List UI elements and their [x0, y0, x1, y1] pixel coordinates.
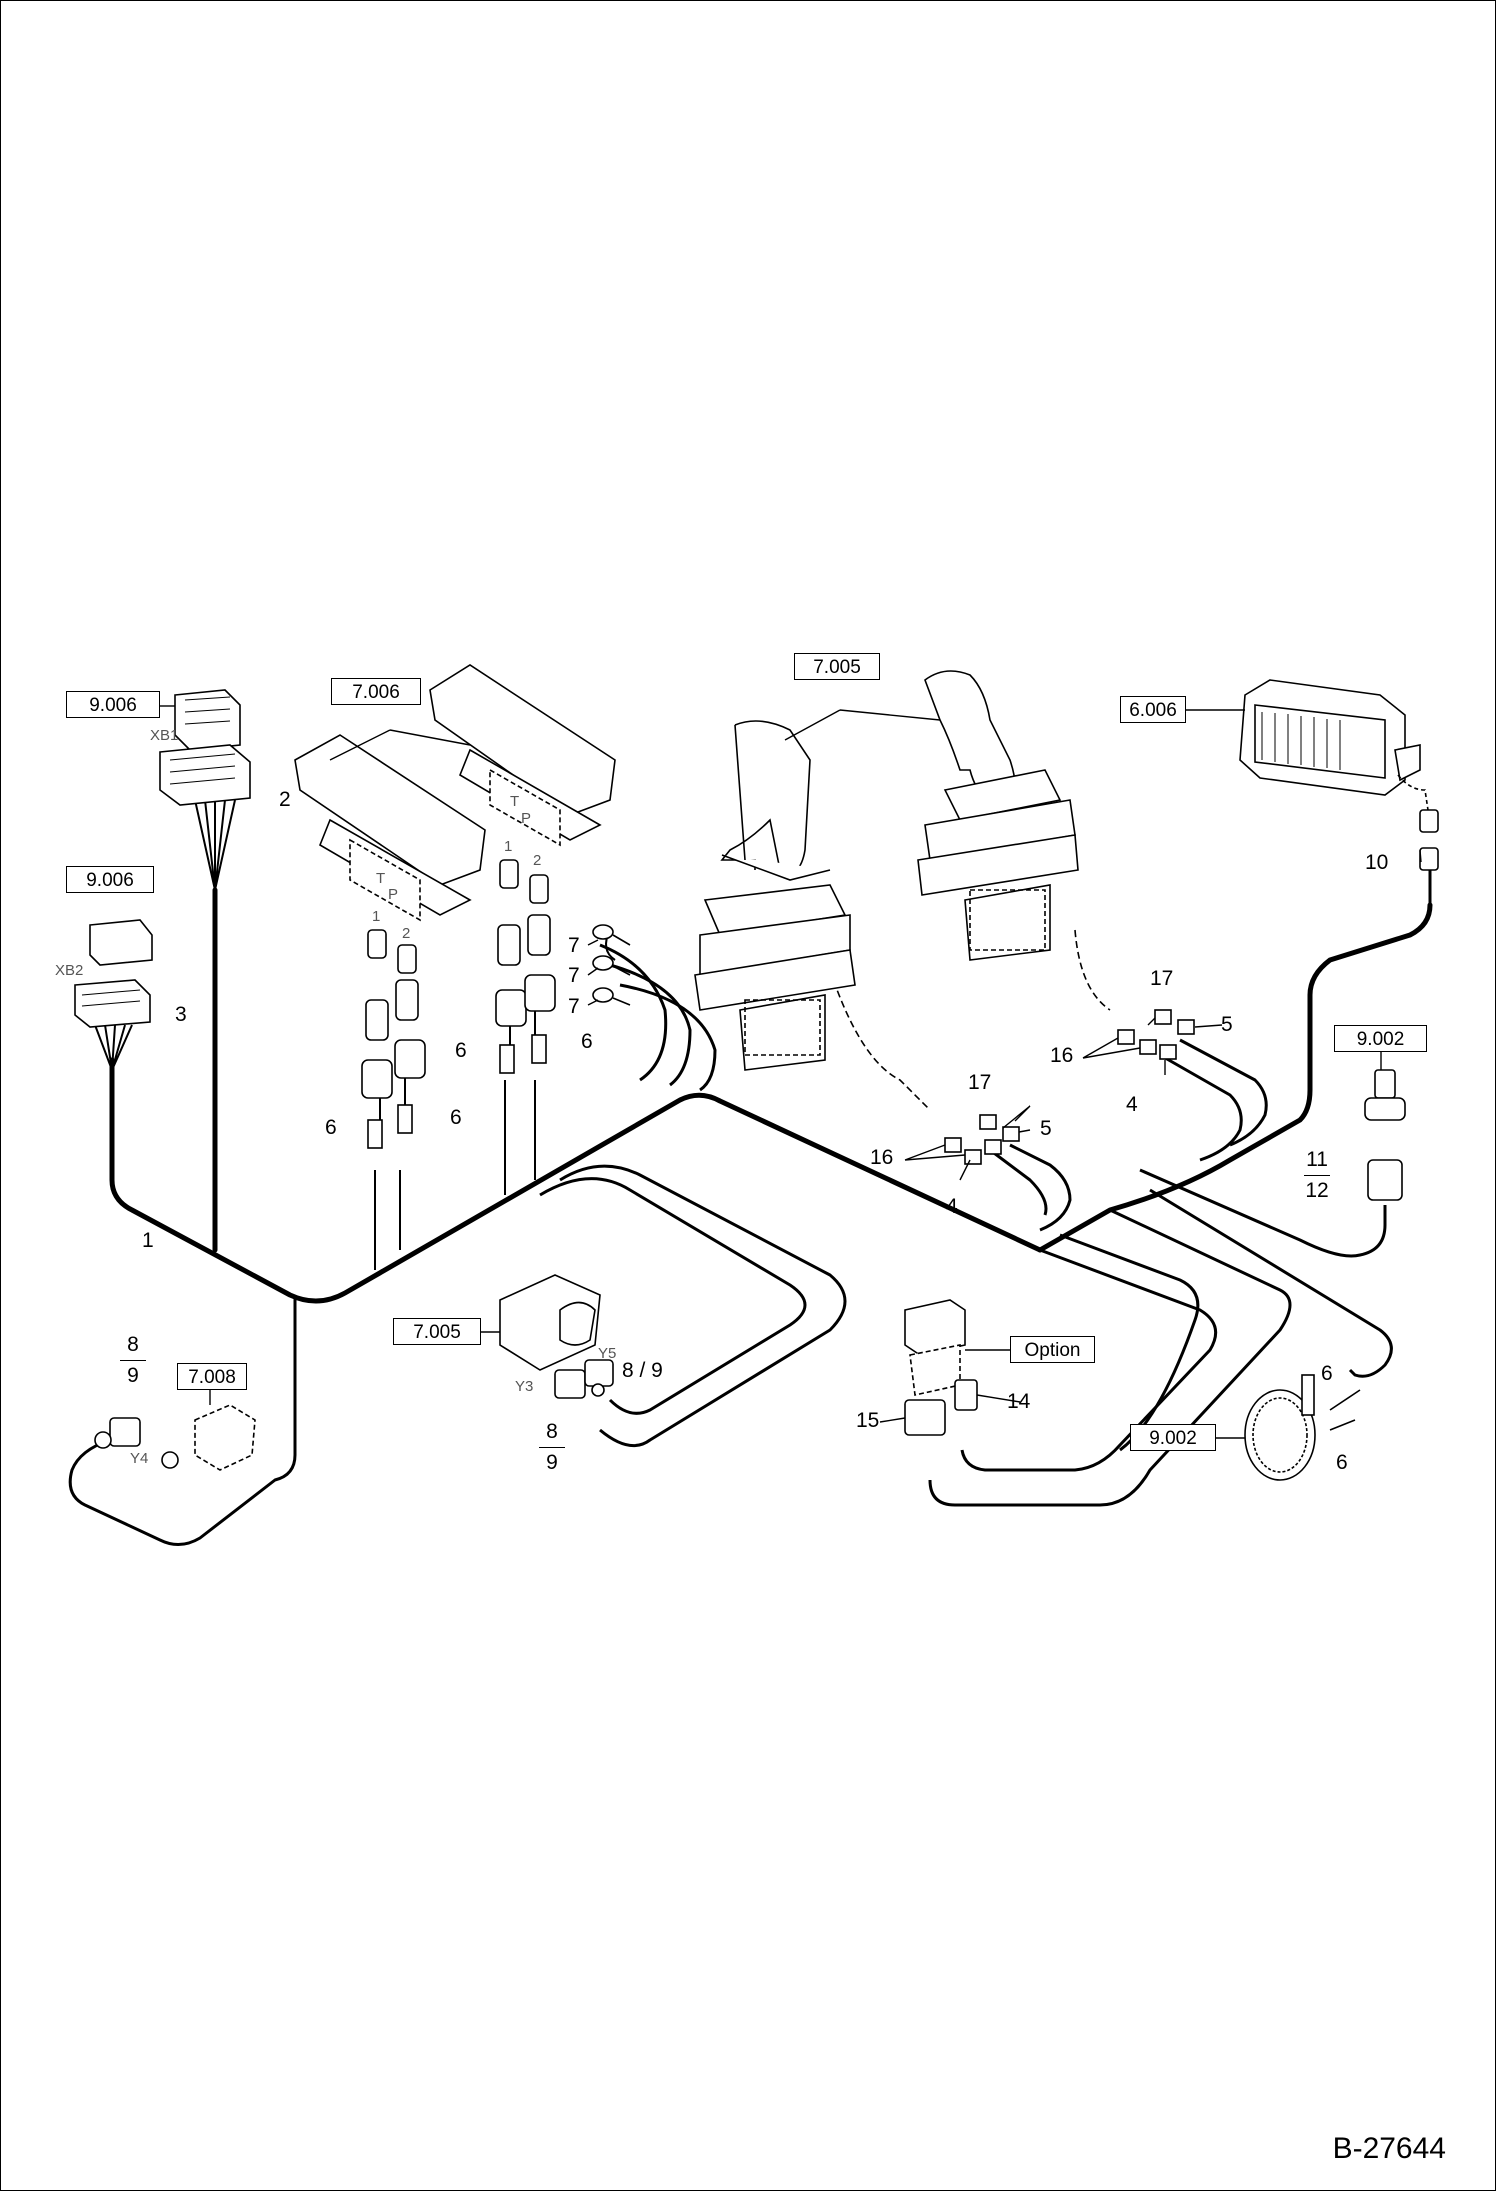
- joystick-dashed-leads: [829, 929, 1111, 1111]
- part-number: 6: [325, 1116, 337, 1139]
- part-number: 5: [1040, 1117, 1052, 1140]
- part-number: 16: [1050, 1044, 1074, 1067]
- port-t2-label: T: [510, 793, 520, 810]
- pressure-switch-ref-box: 9.002: [1334, 1025, 1427, 1052]
- part-number: 3: [175, 1003, 187, 1026]
- part-8-9-mid-label: 8 9: [539, 1420, 565, 1475]
- xb1-plug-icon: [159, 689, 251, 806]
- left-joystick-icon: [694, 720, 856, 1071]
- part-number: 6: [581, 1030, 593, 1053]
- pressure-switches-right-icon: [495, 859, 556, 1074]
- xb2-ref-box: 9.006: [66, 866, 154, 893]
- valve-block-ref-box: 7.005: [393, 1318, 481, 1345]
- part-number: 15: [856, 1409, 880, 1432]
- leader-lines: [160, 705, 1422, 1439]
- y5-label: Y5: [598, 1345, 617, 1362]
- part-number: 8: [546, 1420, 558, 1443]
- small-valve-ref-box: 7.008: [177, 1363, 247, 1390]
- right-pedal-icon: [429, 664, 616, 847]
- part-number: 9: [546, 1451, 558, 1474]
- drawing-number: B-27644: [1332, 2132, 1446, 2165]
- left-pedal-icon: [294, 734, 486, 922]
- control-unit-ref-box: 6.006: [1120, 696, 1186, 723]
- port-p1-label: P: [388, 886, 399, 903]
- connectors-right-icon: [1117, 1009, 1195, 1060]
- part-number: 9: [127, 1364, 139, 1387]
- part-number: 11: [1306, 1148, 1328, 1171]
- port-t1-label: T: [376, 870, 386, 887]
- xb2-label: XB2: [55, 962, 84, 979]
- part-number: 1: [142, 1229, 154, 1252]
- xb1-label: XB1: [150, 727, 179, 744]
- valve-block-icon: [499, 1274, 614, 1399]
- xb2-plug-icon: [74, 919, 153, 1028]
- part-number: 6: [455, 1039, 467, 1062]
- part-11-12-label: 11 12: [1304, 1148, 1330, 1203]
- pressure-switch-icon: [1364, 1069, 1406, 1201]
- switch-2b-label: 2: [533, 852, 542, 869]
- switch-2-label: 2: [402, 925, 411, 942]
- horn-icon: [1244, 1374, 1361, 1481]
- connectors-left-icon: [944, 1114, 1020, 1165]
- part-number: 14: [1007, 1390, 1031, 1413]
- part-number: 17: [1150, 967, 1174, 990]
- control-unit-icon: [1239, 679, 1421, 796]
- ring-terminals-icon: [592, 924, 631, 1006]
- y4-label: Y4: [130, 1450, 149, 1467]
- small-valve-icon: [94, 1404, 256, 1471]
- option-switch-icon: [904, 1299, 966, 1396]
- pressure-switches-left-icon: [361, 929, 426, 1149]
- part-number: 8: [127, 1333, 139, 1356]
- part-number: 5: [1221, 1013, 1233, 1036]
- right-joystick-icon: [917, 670, 1079, 961]
- components: [74, 664, 1439, 1481]
- part-number: 12: [1305, 1179, 1329, 1202]
- part-number: 16: [870, 1146, 894, 1169]
- part-number: 7: [568, 964, 580, 987]
- part-8-9-left-label: 8 9: [120, 1333, 146, 1388]
- switch-1-label: 1: [372, 908, 381, 925]
- xb1-ref-box: 9.006: [66, 691, 160, 718]
- switch-1b-label: 1: [504, 838, 513, 855]
- part-number: 17: [968, 1071, 992, 1094]
- horn-ref-box: 9.002: [1130, 1424, 1216, 1451]
- part-number: 6: [1336, 1451, 1348, 1474]
- connector-10-icon: [1397, 774, 1439, 871]
- part-number: 4: [1126, 1093, 1138, 1116]
- y3-label: Y3: [515, 1378, 534, 1395]
- option-ref-box: Option: [1010, 1336, 1095, 1363]
- part-number: 10: [1365, 851, 1389, 874]
- part-number: 7: [568, 995, 580, 1018]
- part-number: 6: [1321, 1362, 1333, 1385]
- connectors-14-15-icon: [904, 1379, 978, 1436]
- part-number: 4: [946, 1195, 958, 1218]
- part-number: 7: [568, 934, 580, 957]
- pedals-ref-box: 7.006: [331, 678, 421, 705]
- part-number: 2: [279, 788, 291, 811]
- port-p2-label: P: [521, 810, 532, 827]
- part-number: 8 / 9: [622, 1359, 663, 1382]
- part-number: 6: [450, 1106, 462, 1129]
- joysticks-ref-box: 7.005: [794, 653, 880, 680]
